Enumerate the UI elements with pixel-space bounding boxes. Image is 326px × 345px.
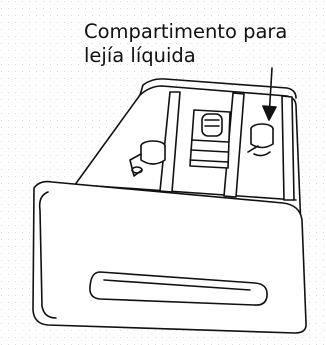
callout-label: Compartimento para lejía líquida — [84, 20, 320, 68]
drawer-back-rim — [139, 78, 297, 99]
drawer-front-inner-line — [38, 191, 57, 319]
callout-arrow — [262, 67, 277, 121]
siphon-cap-right — [247, 123, 274, 157]
detergent-insert — [189, 109, 231, 169]
siphon-cap-left — [129, 140, 166, 177]
drawer-handle-inner — [103, 279, 251, 291]
callout-line-1: Compartimento para — [84, 20, 288, 43]
drawer-front-panel — [32, 180, 307, 334]
divider-right — [281, 95, 295, 201]
drawer-handle — [89, 271, 268, 306]
callout-line-2: lejía líquida — [84, 44, 196, 67]
